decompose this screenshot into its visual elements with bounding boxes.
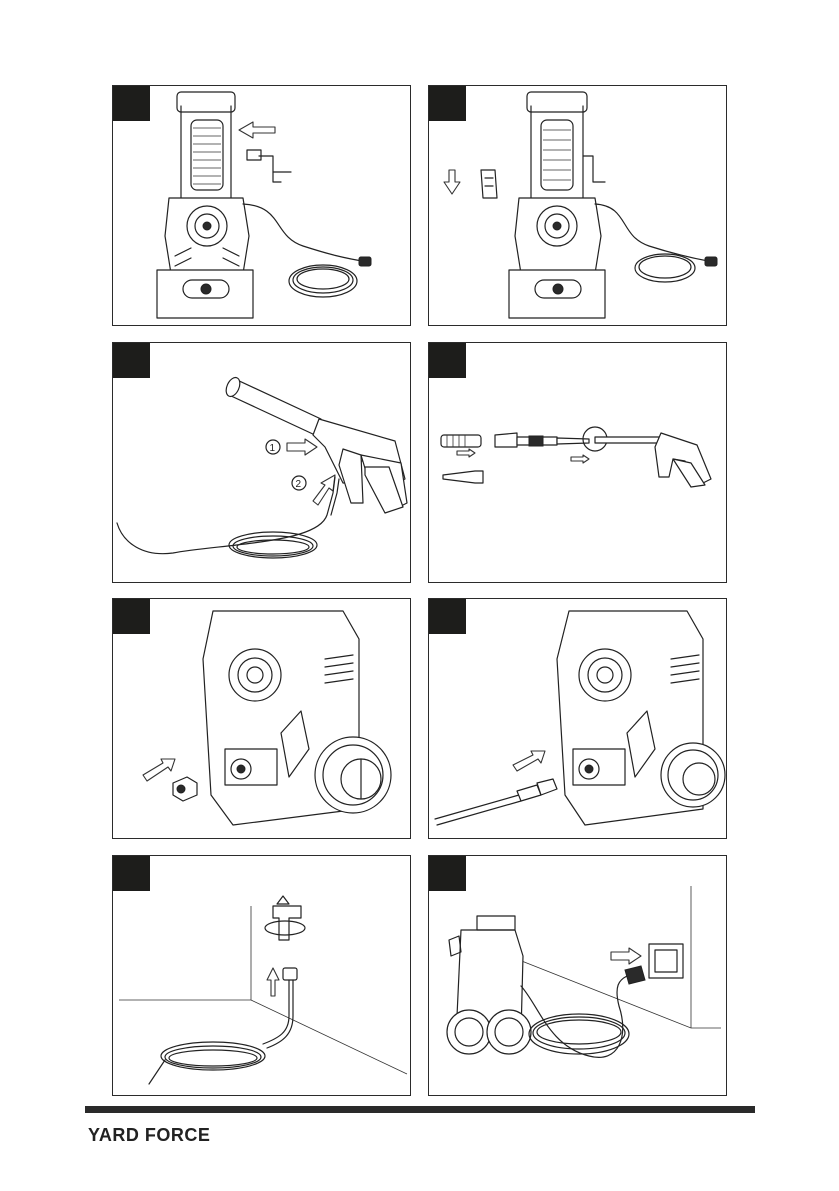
garden-hose-illustration [429,599,726,838]
brand-logo: YARD FORCE [88,1125,210,1146]
panel-3: 1 2 [112,342,411,583]
power-socket-illustration [429,856,726,1095]
panel-8 [428,855,727,1096]
panel-1 [112,85,411,326]
callout-1-label: 1 [270,443,276,454]
tap-connection-illustration [113,856,410,1095]
panel-4 [428,342,727,583]
pressure-washer-illustration [113,86,410,325]
panel-2 [428,85,727,326]
panel-7 [112,855,411,1096]
water-inlet-illustration [113,599,410,838]
lance-and-nozzle-illustration [429,343,726,582]
callout-2-label: 2 [296,479,302,490]
footer-divider-bar [85,1106,755,1113]
panel-6 [428,598,727,839]
pressure-washer-illustration [429,86,726,325]
spray-gun-illustration: 1 2 [113,343,410,582]
panel-5 [112,598,411,839]
